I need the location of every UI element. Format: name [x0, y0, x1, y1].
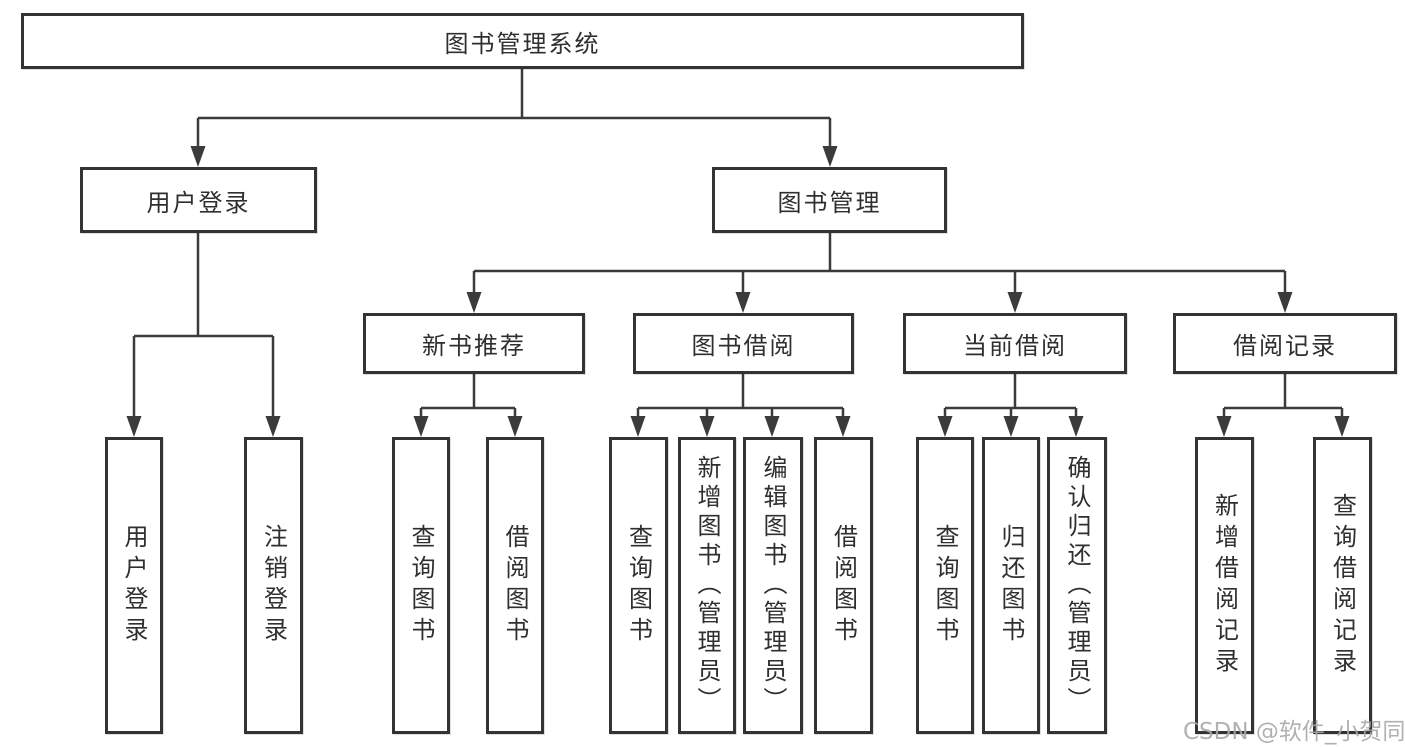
leaf-add-book-admin: 新增图书（管理员） — [678, 437, 736, 734]
leaf-query-books-recommend: 查询图书 — [392, 437, 450, 734]
node-new-book-recommendation: 新书推荐 — [363, 313, 585, 374]
leaf-borrow-books-borrowing: 借阅图书 — [814, 437, 873, 734]
node-borrowing-records: 借阅记录 — [1173, 313, 1397, 374]
leaf-user-login: 用户登录 — [105, 437, 163, 734]
leaf-borrow-books-recommend: 借阅图书 — [486, 437, 544, 734]
leaf-edit-book-admin: 编辑图书（管理员） — [743, 437, 803, 734]
node-user-login: 用户登录 — [80, 167, 317, 233]
leaf-add-borrow-record: 新增借阅记录 — [1195, 437, 1254, 734]
leaf-query-books-borrowing: 查询图书 — [609, 437, 668, 734]
watermark-text: CSDN @软件_小贺同学 — [1183, 719, 1405, 745]
leaf-query-borrow-record: 查询借阅记录 — [1313, 437, 1372, 734]
node-book-management: 图书管理 — [712, 167, 947, 233]
node-library-management-system: 图书管理系统 — [21, 13, 1024, 69]
leaf-logout: 注销登录 — [244, 437, 303, 734]
leaf-query-books-current: 查询图书 — [916, 437, 974, 734]
node-book-borrowing: 图书借阅 — [633, 313, 854, 374]
node-current-borrowing: 当前借阅 — [903, 313, 1127, 374]
leaf-return-books: 归还图书 — [982, 437, 1040, 734]
leaf-confirm-return-admin: 确认归还（管理员） — [1047, 437, 1107, 734]
